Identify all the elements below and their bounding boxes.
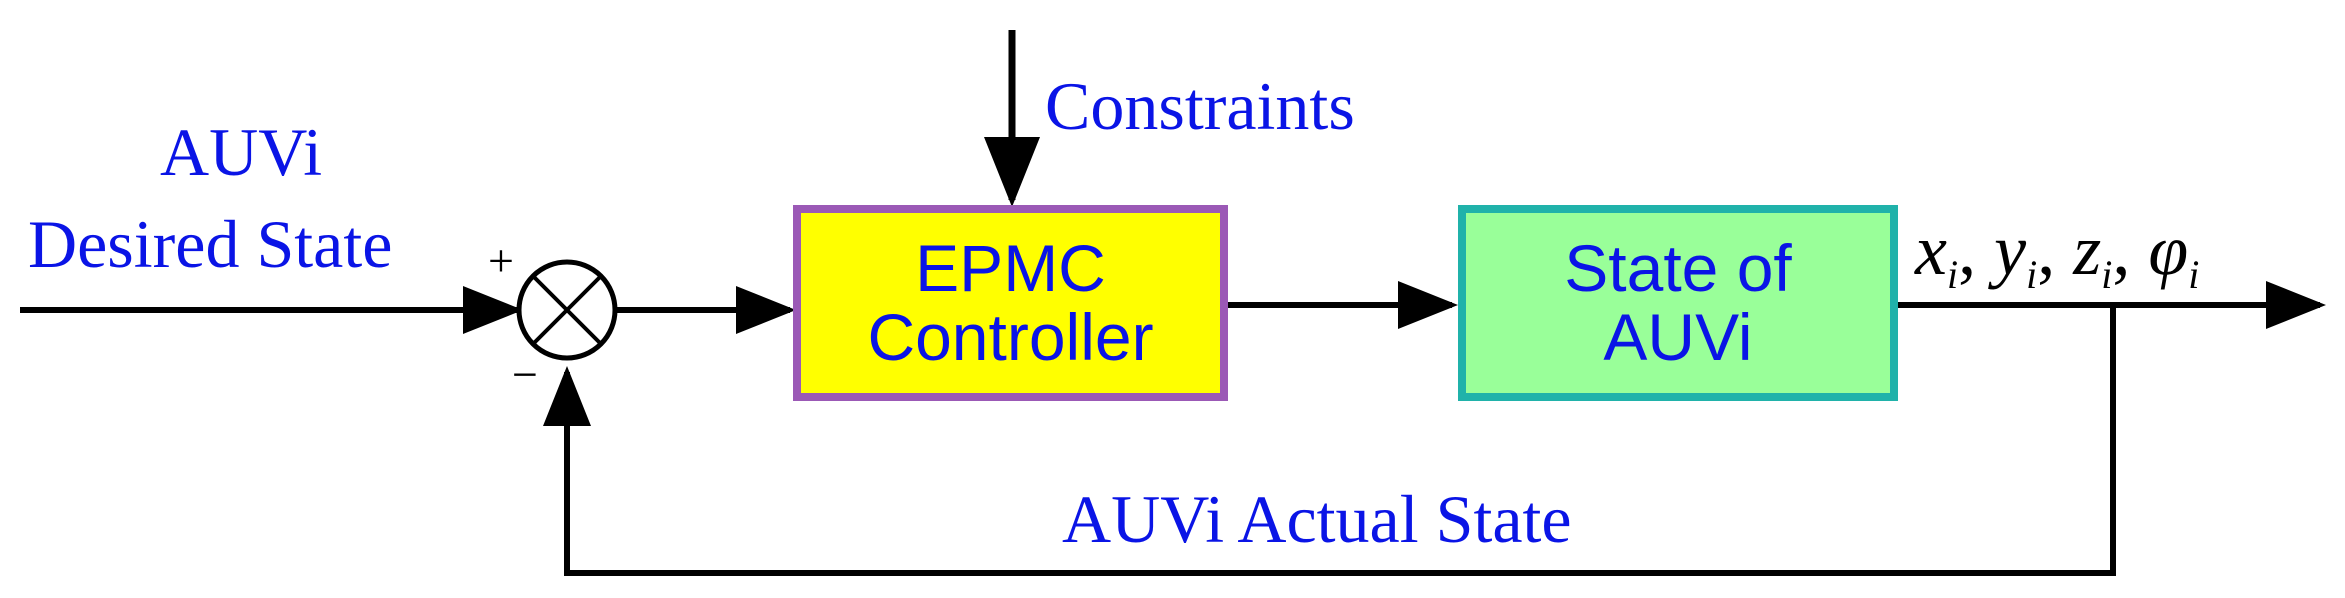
summing-junction: [516, 259, 618, 361]
feedback-label: AUVi Actual State: [1062, 481, 1572, 557]
output-z: z: [2073, 210, 2102, 290]
output-sep-1: ,: [1958, 210, 1977, 290]
output-y: y: [1994, 210, 2027, 290]
sum-plus-sign: +: [488, 235, 514, 286]
output-sep-3: ,: [2112, 210, 2131, 290]
output-x: x: [1915, 210, 1947, 290]
plant-block: State of AUVi: [1458, 205, 1898, 401]
sum-minus-sign: −: [512, 349, 538, 400]
output-phi: φ: [2148, 210, 2189, 290]
input-label-line2: Desired State: [28, 206, 393, 282]
output-variables: xi, yi, zi, φi: [1915, 214, 2199, 295]
controller-label-line1: EPMC: [915, 230, 1106, 305]
controller-label-line2: Controller: [867, 300, 1154, 374]
constraints-label: Constraints: [1045, 68, 1355, 144]
plant-label-line1: State of: [1564, 230, 1792, 305]
output-phi-subscript: i: [2188, 252, 2200, 297]
output-x-subscript: i: [1946, 252, 1959, 297]
output-y-subscript: i: [2026, 252, 2038, 297]
plant-label-line2: AUVi: [1603, 300, 1753, 374]
output-sep-2: ,: [2037, 210, 2056, 290]
input-label-line1: AUVi: [160, 114, 323, 190]
feedback-path: [543, 305, 2116, 576]
controller-block: EPMC Controller: [793, 205, 1228, 401]
output-z-subscript: i: [2101, 252, 2113, 297]
